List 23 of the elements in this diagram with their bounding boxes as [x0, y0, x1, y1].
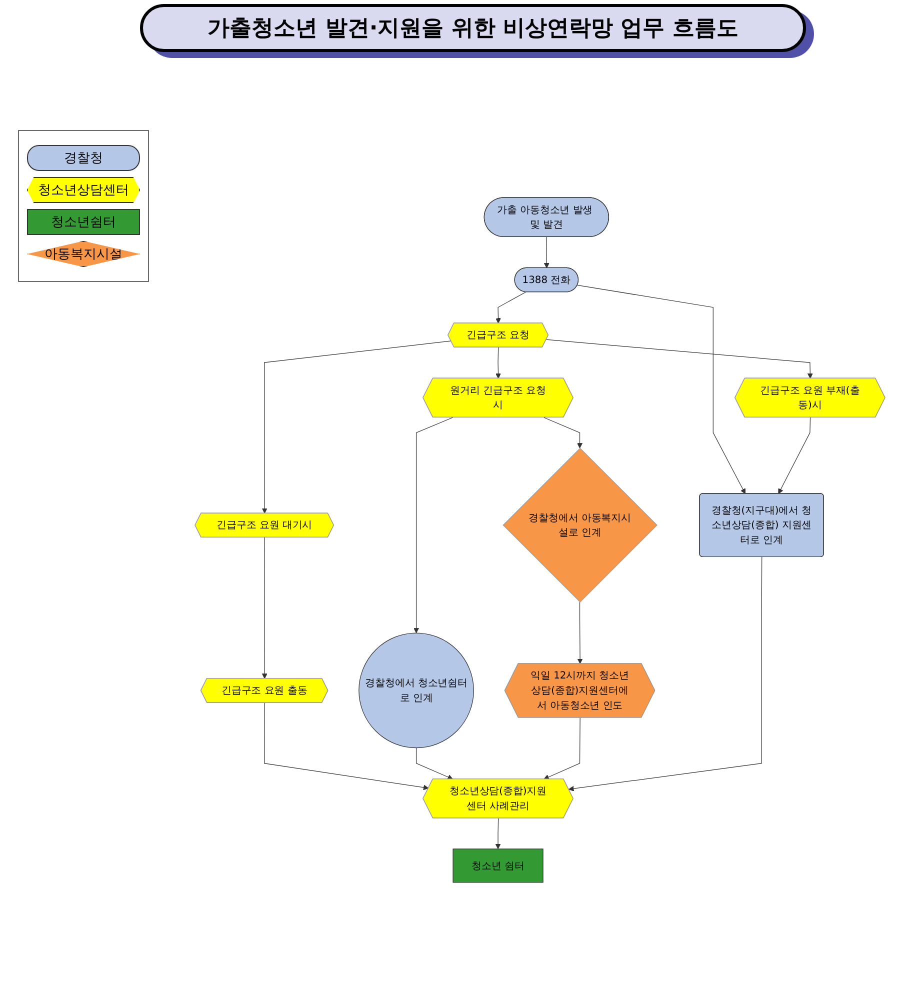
arrow: [264, 702, 429, 790]
node-circle: 경찰청에서 청소년쉼터로 인계: [358, 632, 474, 748]
arrow: [568, 556, 762, 792]
arrow: [414, 417, 454, 634]
arrow: [577, 284, 746, 494]
arrow: [544, 236, 550, 268]
arrow: [546, 339, 813, 379]
arrow: [416, 748, 454, 780]
arrow: [496, 292, 526, 324]
arrow: [544, 417, 582, 448]
arrow: [544, 717, 580, 780]
arrow: [262, 537, 268, 679]
arrow: [778, 417, 811, 494]
node-box: 청소년 쉼터: [452, 848, 544, 883]
legend-item: 아동복지시설: [27, 241, 140, 267]
arrow: [262, 340, 452, 514]
legend-item: 청소년쉼터: [27, 209, 140, 235]
legend-item: 경찰청: [27, 145, 140, 171]
arrow: [495, 818, 501, 850]
arrow: [577, 602, 583, 664]
node-diamond: 경찰청에서 아동복지시설로 인계: [502, 448, 658, 602]
arrow: [496, 347, 501, 379]
legend-item: 청소년상담센터: [27, 177, 140, 203]
